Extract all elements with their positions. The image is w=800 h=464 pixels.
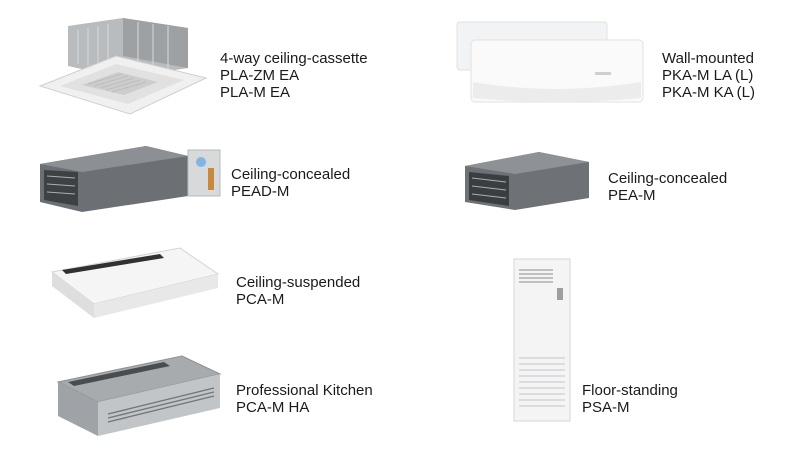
unit-type-text: Professional Kitchen (236, 382, 373, 399)
model-text: PKA-M LA (L) (662, 67, 754, 84)
professional-kitchen-image (54, 352, 224, 442)
cassette-label: 4-way ceiling-cassette PLA-ZM EA PLA-M E… (220, 50, 368, 101)
unit-type-text: Ceiling-suspended (236, 274, 361, 291)
wall-mounted-image (455, 21, 645, 108)
model-text: PLA-M EA (220, 84, 291, 101)
model-text: PCA-M HA (236, 399, 310, 416)
unit-type-text: Floor-standing (582, 382, 678, 399)
pea-label: Ceiling-concealed PEA-M (608, 170, 727, 204)
professional-kitchen-label: Professional Kitchen PCA-M HA (236, 382, 373, 416)
unit-type-text: Ceiling-concealed (608, 170, 728, 187)
model-text: PSA-M (582, 399, 630, 416)
unit-type-text: Wall-mounted (662, 50, 754, 67)
pead-label: Ceiling-concealed PEAD-M (231, 166, 350, 200)
model-text: PEA-M (608, 187, 656, 204)
unit-type-text: 4-way ceiling-cassette (220, 50, 368, 67)
ceiling-concealed-pead-image (38, 136, 223, 216)
model-text: PKA-M KA (L) (662, 84, 756, 101)
wall-mounted-label: Wall-mounted PKA-M LA (L) PKA-M KA (L) (662, 50, 755, 101)
floor-standing-image (513, 258, 571, 422)
model-text: PCA-M (236, 291, 285, 308)
model-text: PEAD-M (231, 183, 290, 200)
unit-type-text: Ceiling-concealed (231, 166, 351, 183)
pca-label: Ceiling-suspended PCA-M (236, 274, 360, 308)
ceiling-cassette-image (38, 16, 208, 116)
psa-label: Floor-standing PSA-M (582, 382, 678, 416)
model-text: PLA-ZM EA (220, 67, 300, 84)
ceiling-concealed-pea-image (463, 144, 593, 214)
ceiling-suspended-image (50, 244, 220, 322)
